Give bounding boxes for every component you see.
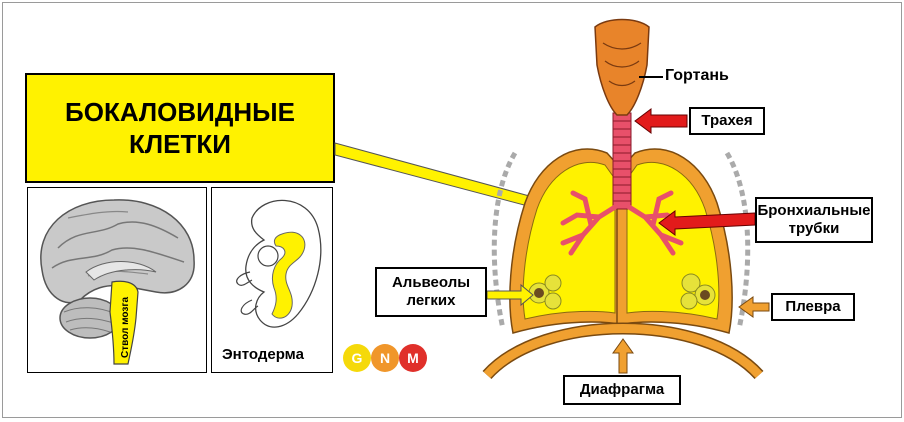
diaphragm-label: Диафрагма: [563, 375, 681, 405]
pleura-label: Плевра: [771, 293, 855, 321]
trachea-label: Трахея: [689, 107, 765, 135]
bronchi-label: Бронхиальные трубки: [755, 197, 873, 243]
alveoli-label: Альвеолы легких: [375, 267, 487, 317]
diaphragm-arrow: [613, 339, 633, 373]
larynx-label: Гортань: [665, 67, 729, 85]
trachea-arrow: [635, 109, 687, 133]
